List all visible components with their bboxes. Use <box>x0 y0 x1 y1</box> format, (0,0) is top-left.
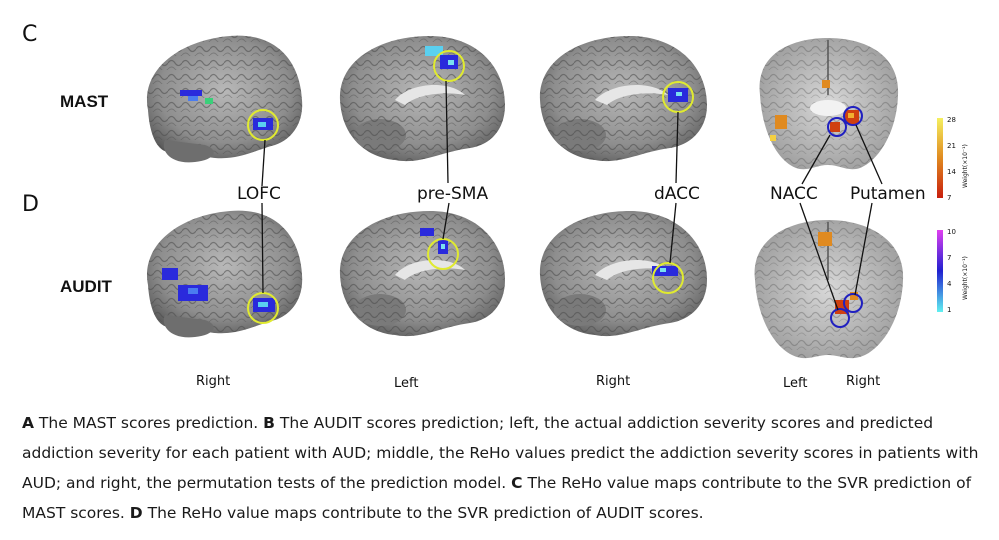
colorbar-bottom-tick: 4 <box>947 280 952 288</box>
caption-text-d: The ReHo value maps contribute to the SV… <box>142 504 704 522</box>
brain-sagittal-top-2 <box>539 36 707 162</box>
side-label-brain1: Right <box>196 374 231 389</box>
colorbar-top-gradient <box>937 118 943 198</box>
region-label-dacc: dACC <box>654 184 700 204</box>
colorbar-bottom-tick: 10 <box>947 228 956 236</box>
colorbar-top-tick: 28 <box>947 116 956 124</box>
brain-coronal-bottom <box>754 220 904 359</box>
caption-text-b: The AUDIT scores prediction; left, the a… <box>22 414 979 492</box>
brain-sagittal-top-1 <box>339 36 505 162</box>
brain-figure <box>146 35 904 359</box>
colorbar-bottom-tick: 1 <box>947 306 952 314</box>
colorbar-top-unit: Weight(×10⁻¹) <box>962 144 969 188</box>
colorbar-bottom-unit: Weight(×10⁻¹) <box>962 256 969 300</box>
caption-text-c: The ReHo value maps contribute to the SV… <box>22 474 972 522</box>
colorbar-top-tick: 14 <box>947 168 956 176</box>
colorbar-bottom-gradient <box>937 230 943 312</box>
colorbar-top-tick: 21 <box>947 142 956 150</box>
region-label-nacc: NACC <box>770 184 818 204</box>
caption-letter-d: D <box>129 504 143 522</box>
figure-caption: A The MAST scores prediction. B The AUDI… <box>22 408 982 528</box>
colorbar-top-tick: 7 <box>947 194 952 202</box>
caption-text-a: The MAST scores prediction. <box>34 414 264 432</box>
region-label-presma: pre-SMA <box>417 184 489 204</box>
region-label-lofc: LOFC <box>237 184 281 204</box>
side-label-coronal-left: Left <box>783 376 808 391</box>
activation-clusters-bottom <box>162 228 858 314</box>
label-connectors <box>261 80 883 311</box>
brain-sagittal-bottom-1 <box>339 211 505 337</box>
region-label-putamen: Putamen <box>850 184 926 204</box>
caption-letter-b: B <box>263 414 275 432</box>
caption-letter-c: C <box>511 474 523 492</box>
brain-lateral-top <box>146 35 303 163</box>
row-label-audit: AUDIT <box>60 277 112 296</box>
caption-letter-a: A <box>22 414 34 432</box>
row-label-mast: MAST <box>60 92 109 111</box>
colorbar-bottom-tick: 7 <box>947 254 952 262</box>
brain-sagittal-bottom-2 <box>539 211 707 337</box>
side-label-brain2: Left <box>394 376 419 391</box>
panel-letter-d: D <box>22 192 39 217</box>
panel-letter-c: C <box>22 22 38 47</box>
brain-coronal-top <box>759 38 899 170</box>
activation-clusters-top <box>180 46 859 141</box>
side-label-brain3: Right <box>596 374 631 389</box>
side-label-coronal-right: Right <box>846 374 881 389</box>
